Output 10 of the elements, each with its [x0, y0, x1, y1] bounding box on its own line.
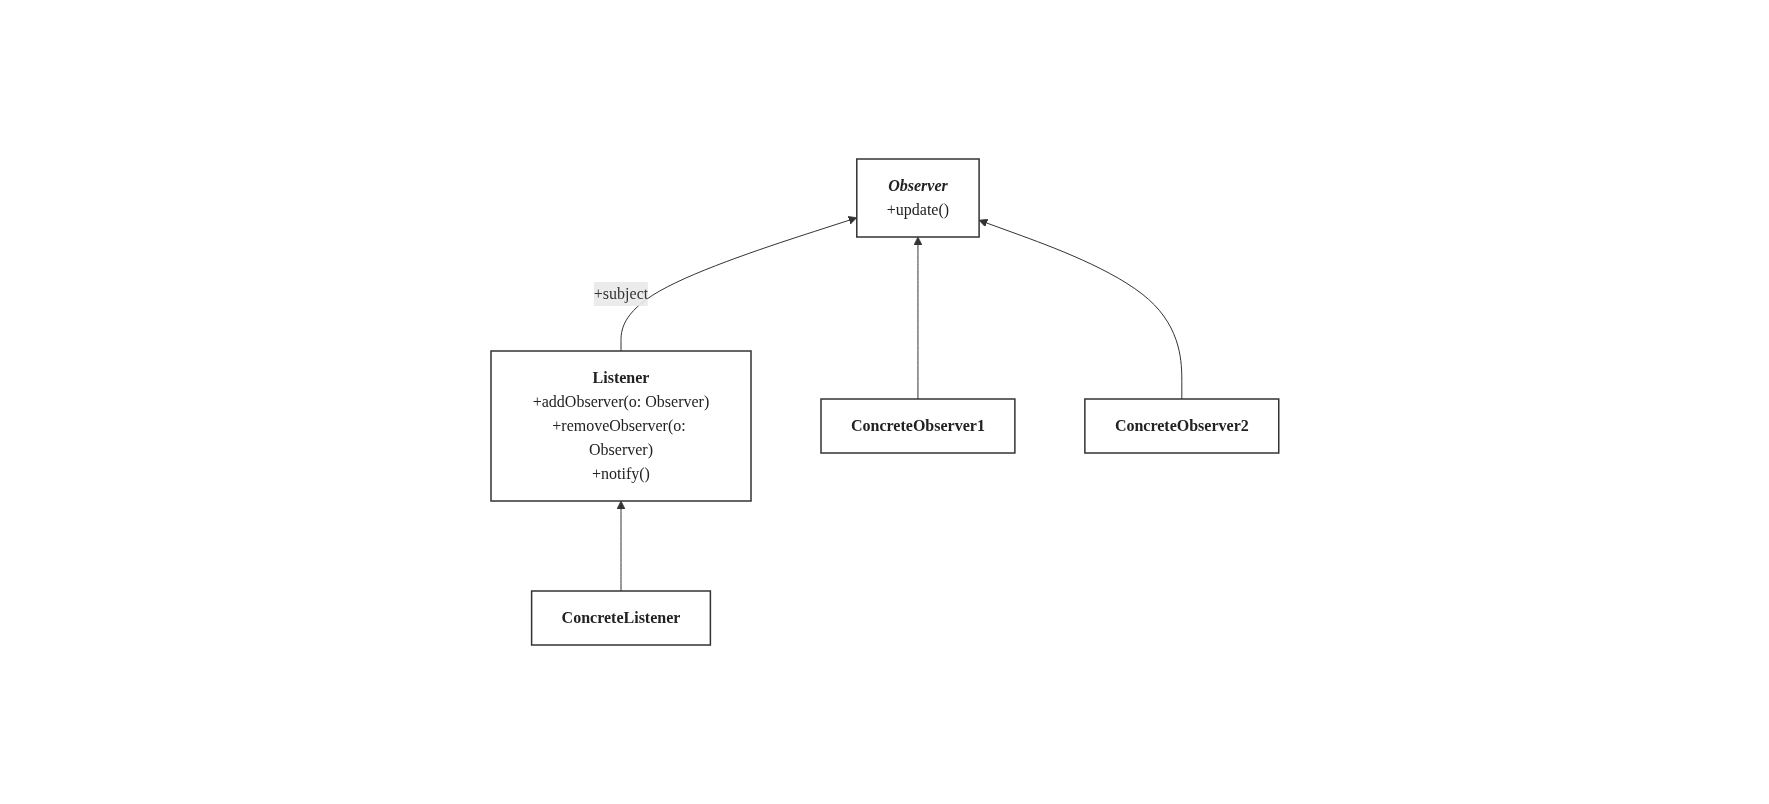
arrow [913, 236, 922, 400]
node-box: ConcreteListener [530, 590, 711, 646]
arrow [620, 216, 857, 352]
edge-label: +subject [593, 285, 648, 302]
node-box: Observer +update() [855, 158, 980, 238]
arrow [978, 218, 1182, 400]
arrow [616, 500, 626, 592]
node-box: ConcreteObserver1 [819, 398, 1016, 454]
node-box: ConcreteObserver2 [1083, 398, 1280, 454]
node-box: Listener +addObserver(o: Observer) +removeObserver(o: Observer) +notify() [489, 350, 752, 502]
